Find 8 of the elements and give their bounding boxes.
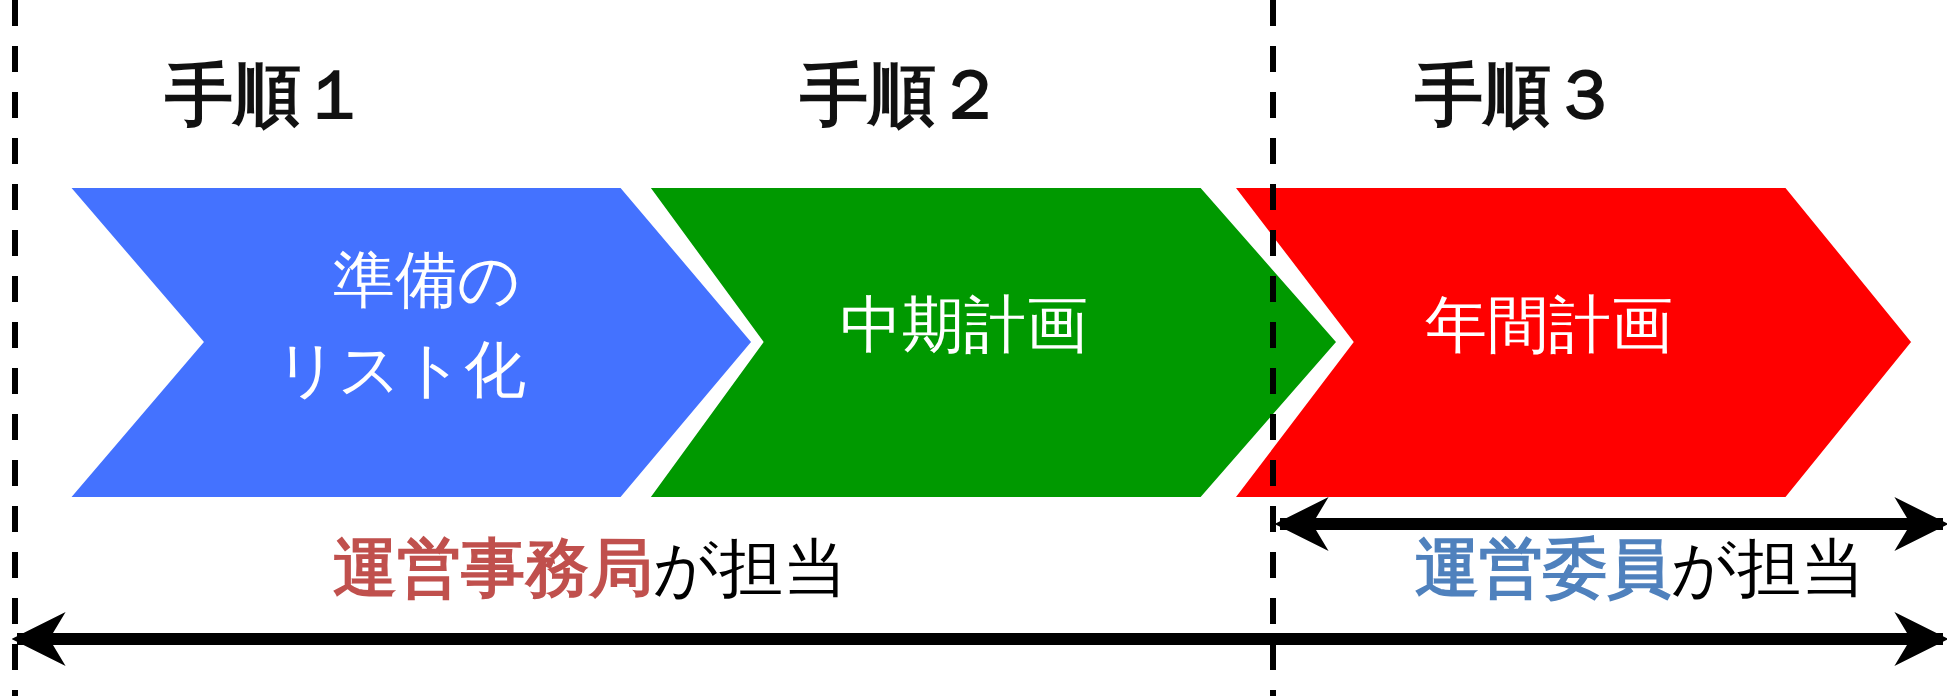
responsibility-note: 運営事務局が担当 <box>333 530 847 607</box>
step-heading: 手順２ <box>800 54 1004 136</box>
step-label: 年間計画 <box>1425 287 1674 363</box>
step-label: 中期計画 <box>840 287 1089 363</box>
step-heading: 手順１ <box>165 54 369 136</box>
step-heading: 手順３ <box>1415 54 1619 136</box>
responsibility-note: 運営委員が担当 <box>1415 530 1865 607</box>
step-label: 準備のリスト化 <box>275 242 527 408</box>
